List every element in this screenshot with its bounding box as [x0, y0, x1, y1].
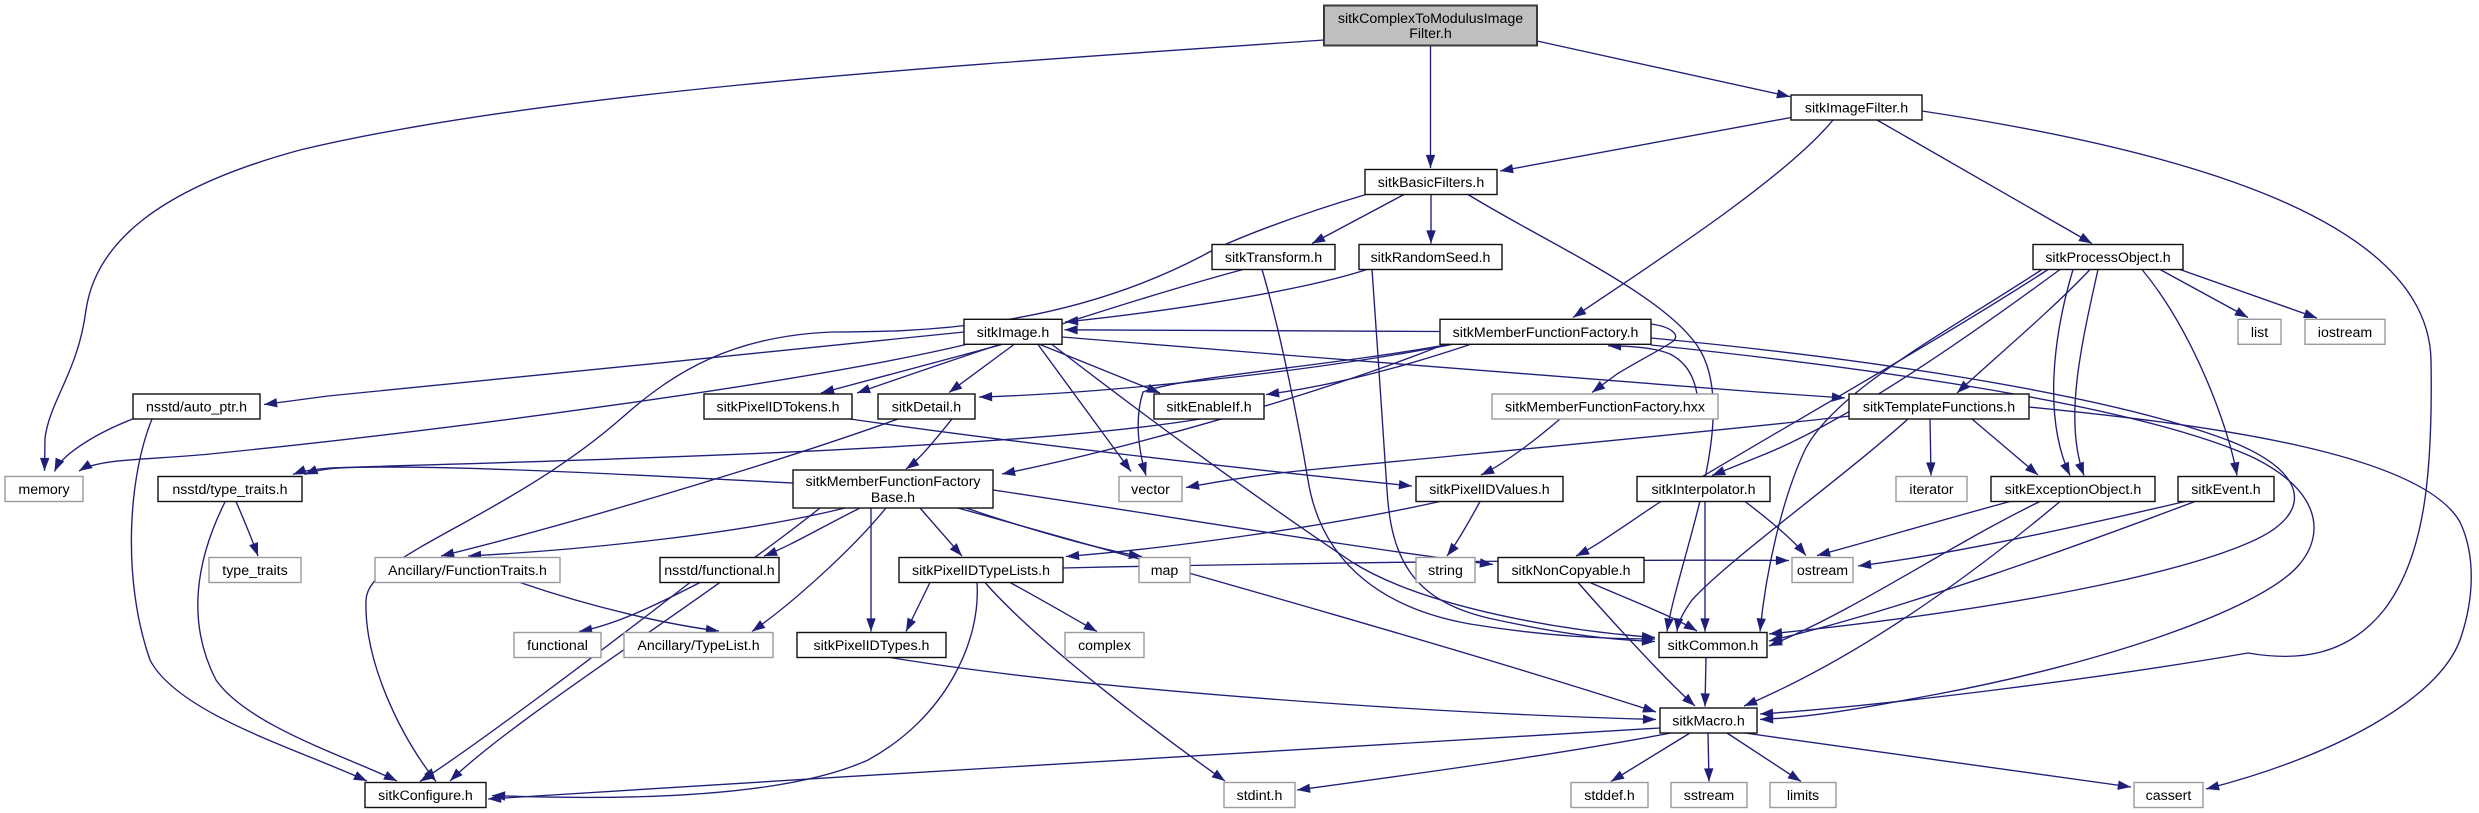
svg-text:sitkPixelIDTypes.h: sitkPixelIDTypes.h	[814, 638, 930, 654]
svg-text:sstream: sstream	[1684, 788, 1734, 804]
svg-text:sitkRandomSeed.h: sitkRandomSeed.h	[1371, 250, 1491, 266]
svg-text:type_traits: type_traits	[222, 563, 287, 579]
svg-text:Ancillary/FunctionTraits.h: Ancillary/FunctionTraits.h	[388, 563, 547, 579]
svg-text:sitkProcessObject.h: sitkProcessObject.h	[2045, 250, 2170, 266]
svg-text:nsstd/functional.h: nsstd/functional.h	[664, 563, 774, 579]
svg-text:sitkImage.h: sitkImage.h	[977, 325, 1050, 341]
svg-text:sitkNonCopyable.h: sitkNonCopyable.h	[1511, 563, 1630, 579]
svg-text:limits: limits	[1787, 788, 1819, 804]
svg-text:cassert: cassert	[2146, 788, 2192, 804]
svg-text:functional: functional	[527, 638, 588, 654]
svg-text:sitkPixelIDValues.h: sitkPixelIDValues.h	[1429, 482, 1549, 498]
svg-text:sitkMemberFunctionFactory.h: sitkMemberFunctionFactory.h	[1453, 325, 1639, 341]
svg-text:sitkEvent.h: sitkEvent.h	[2191, 482, 2260, 498]
svg-text:nsstd/type_traits.h: nsstd/type_traits.h	[172, 482, 287, 498]
svg-text:sitkCommon.h: sitkCommon.h	[1668, 638, 1759, 654]
svg-text:string: string	[1428, 563, 1463, 579]
svg-text:sitkPixelIDTypeLists.h: sitkPixelIDTypeLists.h	[912, 563, 1050, 579]
svg-text:sitkImageFilter.h: sitkImageFilter.h	[1805, 101, 1908, 117]
svg-text:iostream: iostream	[2318, 325, 2372, 341]
svg-text:stdint.h: stdint.h	[1237, 788, 1283, 804]
svg-text:iterator: iterator	[1909, 482, 1953, 498]
svg-text:sitkTemplateFunctions.h: sitkTemplateFunctions.h	[1863, 400, 2015, 416]
svg-text:sitkMemberFunctionFactory.hxx: sitkMemberFunctionFactory.hxx	[1505, 400, 1705, 416]
svg-text:vector: vector	[1131, 482, 1170, 498]
svg-text:stddef.h: stddef.h	[1584, 788, 1634, 804]
svg-text:memory: memory	[18, 482, 70, 498]
svg-text:Ancillary/TypeList.h: Ancillary/TypeList.h	[637, 638, 759, 654]
svg-text:Base.h: Base.h	[871, 490, 915, 506]
svg-text:ostream: ostream	[1797, 563, 1848, 579]
svg-text:nsstd/auto_ptr.h: nsstd/auto_ptr.h	[146, 400, 247, 416]
svg-text:sitkExceptionObject.h: sitkExceptionObject.h	[2005, 482, 2141, 498]
svg-text:sitkMemberFunctionFactory: sitkMemberFunctionFactory	[805, 474, 981, 490]
svg-text:Filter.h: Filter.h	[1409, 26, 1452, 42]
svg-text:map: map	[1151, 563, 1179, 579]
svg-text:complex: complex	[1078, 638, 1131, 654]
svg-text:list: list	[2251, 325, 2268, 341]
svg-text:sitkMacro.h: sitkMacro.h	[1672, 714, 1745, 730]
svg-text:sitkDetail.h: sitkDetail.h	[892, 400, 961, 416]
svg-text:sitkInterpolator.h: sitkInterpolator.h	[1651, 482, 1755, 498]
svg-text:sitkPixelIDTokens.h: sitkPixelIDTokens.h	[716, 400, 839, 416]
svg-text:sitkComplexToModulusImage: sitkComplexToModulusImage	[1338, 11, 1523, 27]
svg-text:sitkConfigure.h: sitkConfigure.h	[378, 788, 473, 804]
svg-text:sitkEnableIf.h: sitkEnableIf.h	[1166, 400, 1251, 416]
svg-text:sitkTransform.h: sitkTransform.h	[1225, 250, 1322, 266]
svg-text:sitkBasicFilters.h: sitkBasicFilters.h	[1378, 175, 1484, 191]
